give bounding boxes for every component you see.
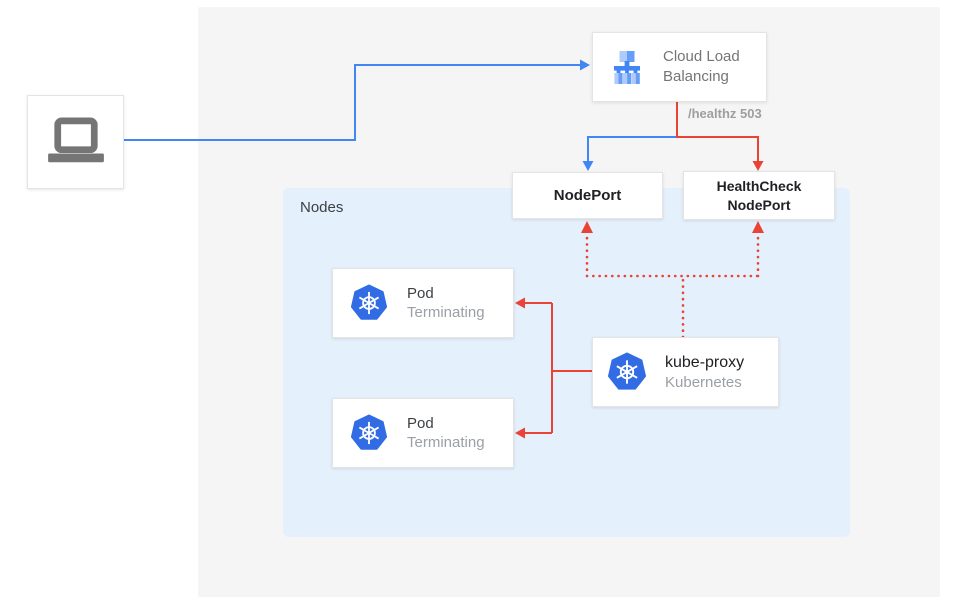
pod-status: Terminating [407,434,485,451]
client-node [27,95,124,189]
pod-status: Terminating [407,304,485,321]
pod-node-2: Pod Terminating [332,398,514,468]
healthz-status-label: /healthz 503 [688,106,762,121]
nodes-group-label: Nodes [300,199,344,216]
kube-proxy-node: kube-proxy Kubernetes [592,337,779,407]
kube-proxy-title: kube-proxy [665,353,745,371]
laptop-icon [45,117,107,167]
cloud-load-balancing-label: Cloud Load Balancing [663,47,740,85]
kubernetes-icon [607,352,647,392]
pod-node-1: Pod Terminating [332,268,514,338]
healthcheck-nodeport-node: HealthCheck NodePort [683,171,835,220]
kube-proxy-subtitle: Kubernetes [665,373,742,391]
kubernetes-icon [350,414,388,452]
nodeport-label: NodePort [553,187,622,204]
cloud-load-balancing-icon [607,47,647,87]
nodeport-node: NodePort [512,172,663,219]
cloud-load-balancing-node: Cloud Load Balancing [592,32,767,102]
kubernetes-icon [350,284,388,322]
pod-title: Pod [407,285,434,302]
healthcheck-nodeport-label: HealthCheck NodePort [716,178,802,213]
pod-title: Pod [407,415,434,432]
